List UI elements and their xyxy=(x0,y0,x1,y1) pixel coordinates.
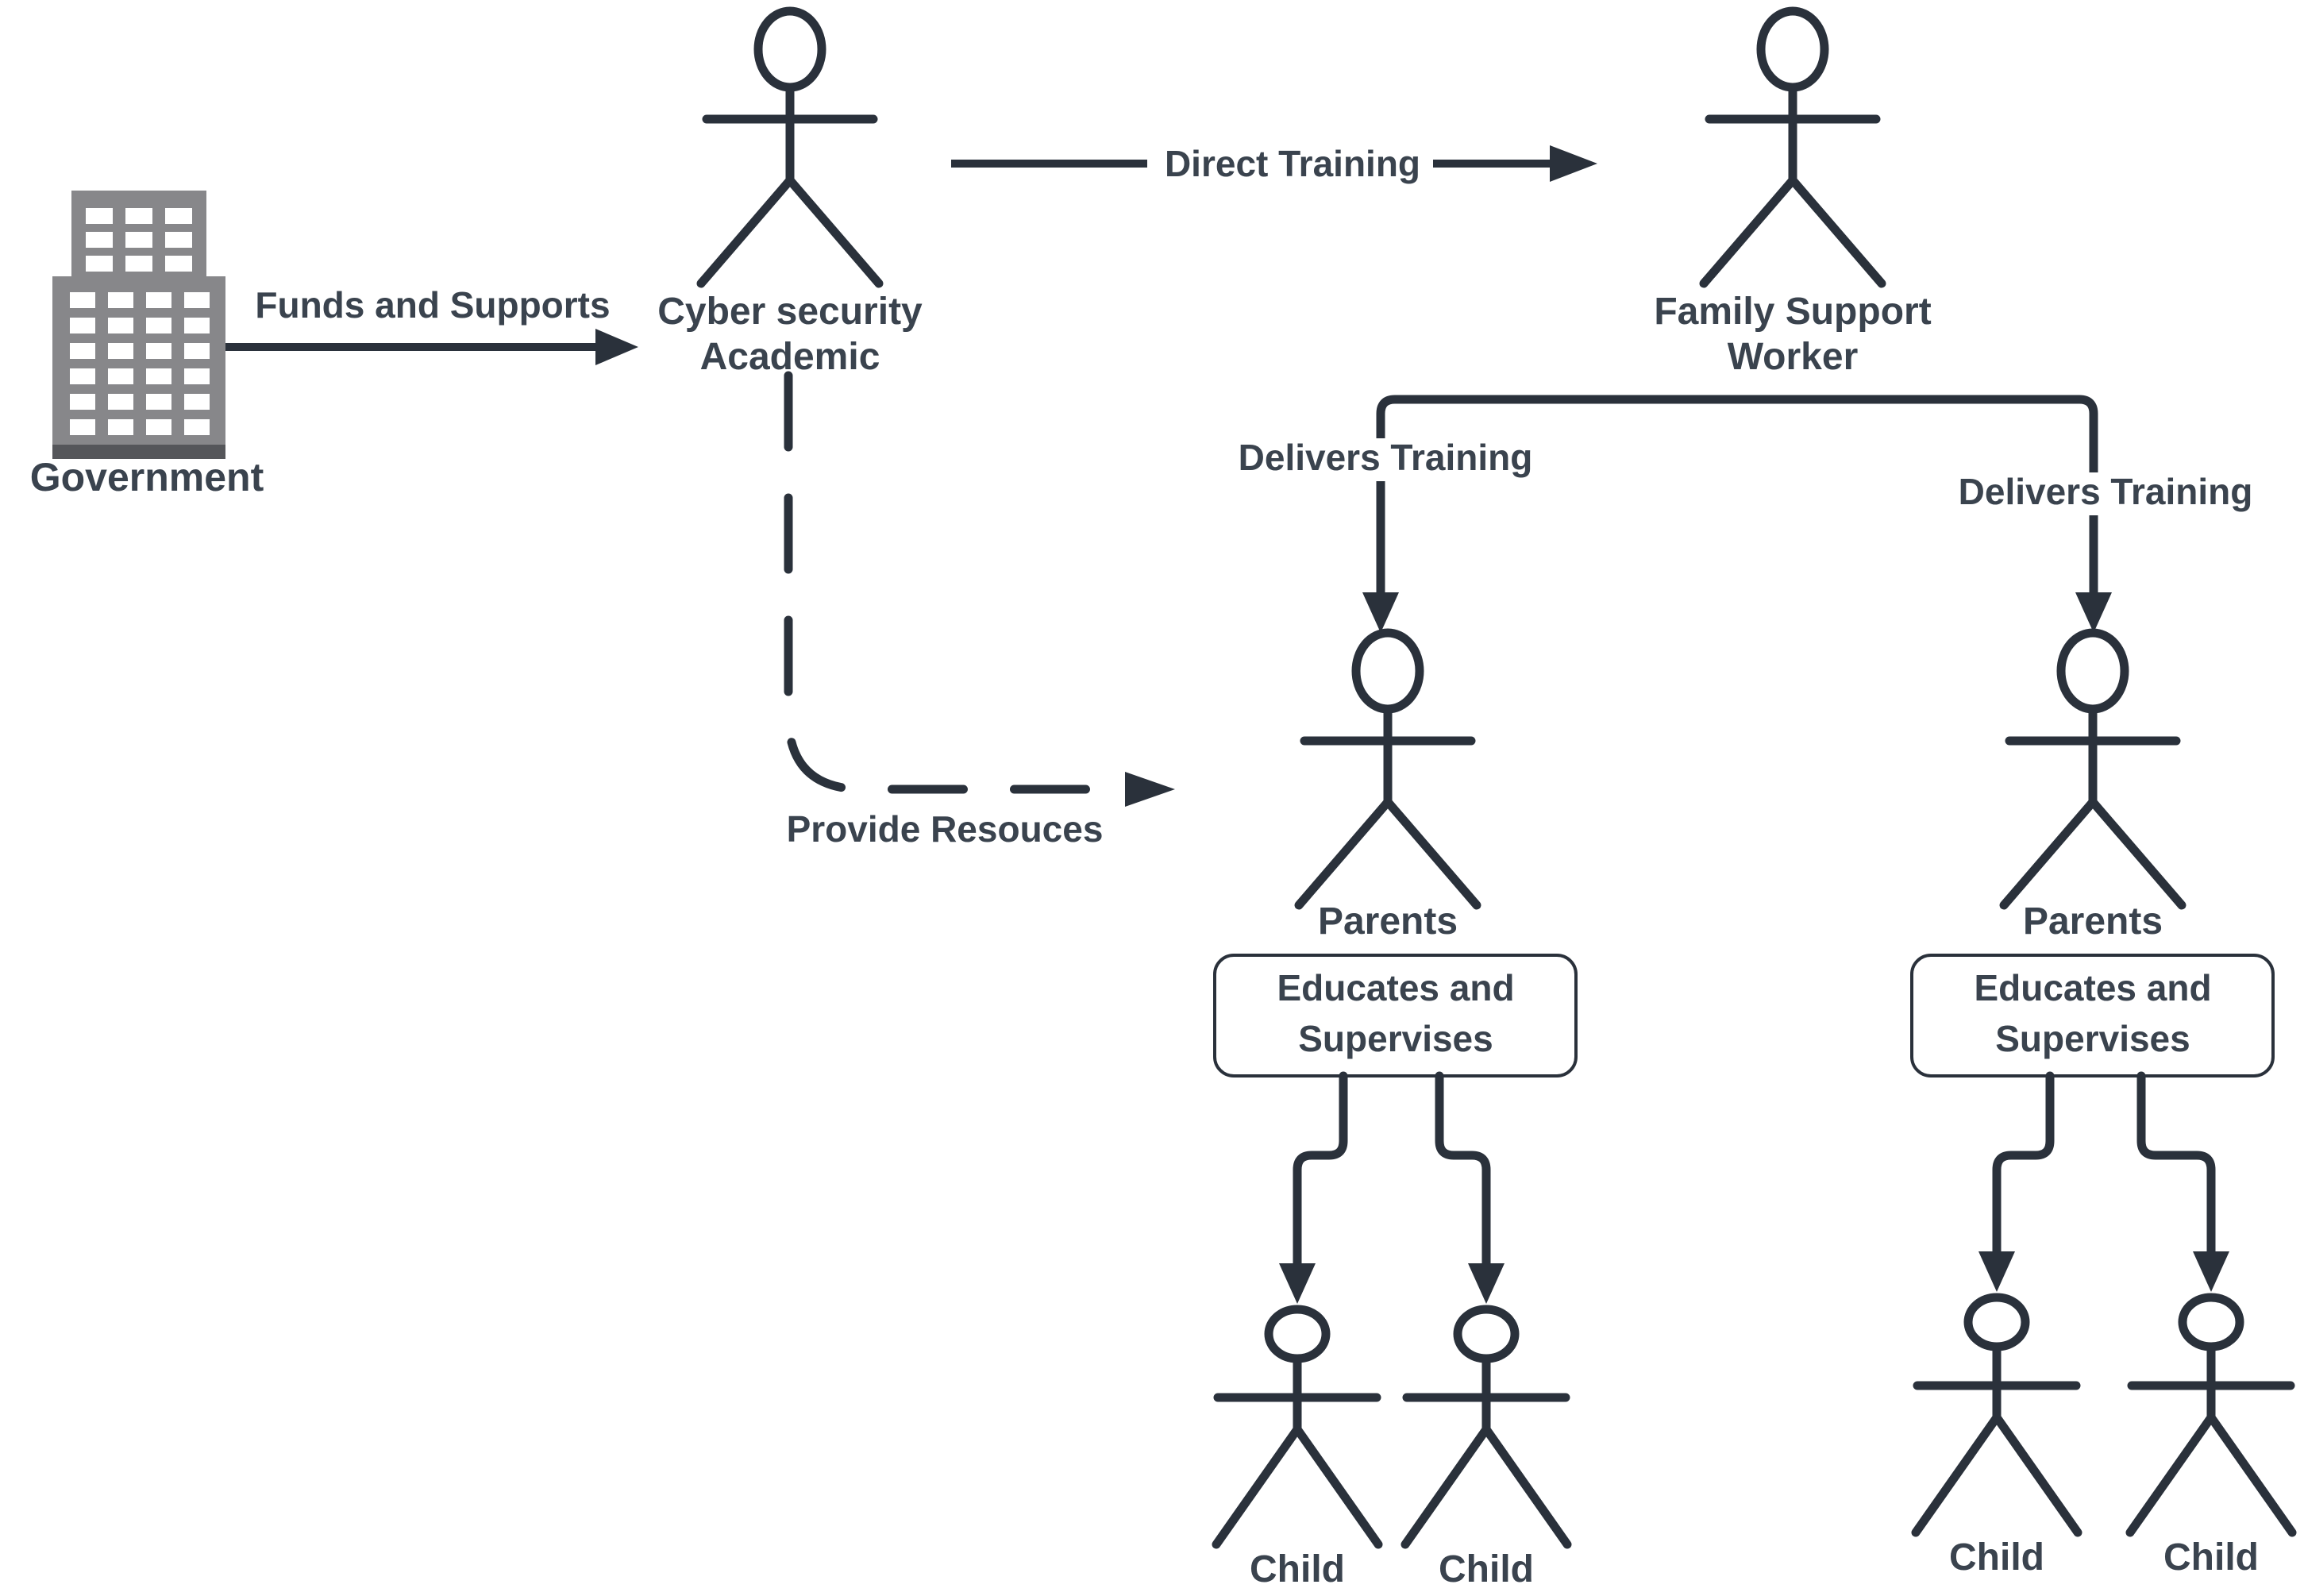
provide-resources-dashed-line xyxy=(784,371,1126,794)
family-support-worker-label-line2: Worker xyxy=(1728,336,1859,378)
delivers-right-arrowhead-icon xyxy=(2075,592,2112,633)
edge-educates-right-children xyxy=(1978,1071,2229,1292)
cyber-academic-label-line1: Cyber security xyxy=(657,291,923,333)
delivers-left-arrowhead-icon xyxy=(1362,592,1399,633)
delivers-left-label-underlay xyxy=(1221,438,1550,481)
government-label: Government xyxy=(30,455,264,499)
actor-icon xyxy=(2130,1297,2292,1532)
building-windows-upper xyxy=(86,208,192,272)
direct-training-label: Direct Training xyxy=(1165,143,1420,184)
delivers-right-label-underlay xyxy=(1942,472,2271,515)
educates-supervises-right-box: Educates and Supervises xyxy=(1910,954,2275,1077)
educates-right-child2-line xyxy=(2136,1071,2216,1259)
actor-icon xyxy=(1216,1309,1378,1544)
educates-supervises-left-box: Educates and Supervises xyxy=(1213,954,1578,1077)
government-building-icon xyxy=(52,191,225,459)
family-support-worker-label-line1: Family Support xyxy=(1654,291,1931,333)
edge-funds-and-supports: Funds and Supports xyxy=(225,284,638,365)
educates-right-child2-arrowhead-icon xyxy=(2193,1251,2229,1292)
provide-resources-arrowhead-icon xyxy=(1125,772,1175,807)
child-right-2-label: Child xyxy=(2163,1536,2259,1579)
child-left-2-node: Child xyxy=(1405,1309,1567,1590)
educates-right-line1: Educates and xyxy=(1974,967,2211,1008)
delivers-training-left-label: Delivers Training xyxy=(1239,437,1533,478)
process-box-rect xyxy=(1213,954,1578,1077)
cyber-security-academic-node: Cyber security Academic xyxy=(657,11,923,378)
child-right-1-node: Child xyxy=(1916,1297,2078,1579)
funds-label: Funds and Supports xyxy=(255,284,610,326)
edge-direct-training: Direct Training xyxy=(951,143,1597,184)
educates-left-line2: Supervises xyxy=(1298,1018,1493,1059)
edge-provide-resources: Provide Resouces xyxy=(784,371,1175,850)
provide-resources-label: Provide Resouces xyxy=(787,808,1104,850)
edge-educates-left-children xyxy=(1279,1071,1505,1304)
building-windows-lower xyxy=(70,292,210,435)
delivers-training-bracket xyxy=(1376,395,2098,600)
child-right-1-label: Child xyxy=(1949,1536,2044,1579)
educates-left-child1-arrowhead-icon xyxy=(1279,1263,1316,1304)
educates-right-child1-line xyxy=(1992,1071,2055,1259)
child-left-2-label: Child xyxy=(1439,1548,1534,1590)
educates-right-child1-arrowhead-icon xyxy=(1978,1251,2015,1292)
actor-icon xyxy=(701,11,879,283)
parents-left-node: Parents xyxy=(1299,633,1477,943)
actor-icon xyxy=(1916,1297,2078,1532)
process-box-rect xyxy=(1910,954,2275,1077)
actor-icon xyxy=(1405,1309,1567,1544)
family-support-worker-node: Family Support Worker xyxy=(1654,11,1932,378)
parents-right-node: Parents xyxy=(2004,633,2182,943)
educates-left-line1: Educates and xyxy=(1277,967,1514,1008)
educates-left-child2-arrowhead-icon xyxy=(1468,1263,1505,1304)
delivers-training-right-label: Delivers Training xyxy=(1959,471,2253,512)
child-left-1-node: Child xyxy=(1216,1309,1378,1590)
actor-icon xyxy=(1299,633,1477,905)
actor-icon xyxy=(1704,11,1882,283)
cyber-academic-label-line2: Academic xyxy=(700,336,880,378)
parents-left-label: Parents xyxy=(1318,900,1458,943)
child-right-2-node: Child xyxy=(2130,1297,2292,1579)
educates-left-child2-line xyxy=(1435,1071,1491,1270)
edge-delivers-training: Delivers Training Delivers Training xyxy=(1221,395,2271,633)
direct-training-arrowhead-icon xyxy=(1550,145,1597,182)
educates-left-child1-line xyxy=(1293,1071,1348,1270)
parents-right-label: Parents xyxy=(2023,900,2163,943)
actor-icon xyxy=(2004,633,2182,905)
educates-right-line2: Supervises xyxy=(1995,1018,2190,1059)
child-left-1-label: Child xyxy=(1250,1548,1345,1590)
government-node: Government xyxy=(30,191,264,499)
funds-arrowhead-icon xyxy=(595,329,638,365)
